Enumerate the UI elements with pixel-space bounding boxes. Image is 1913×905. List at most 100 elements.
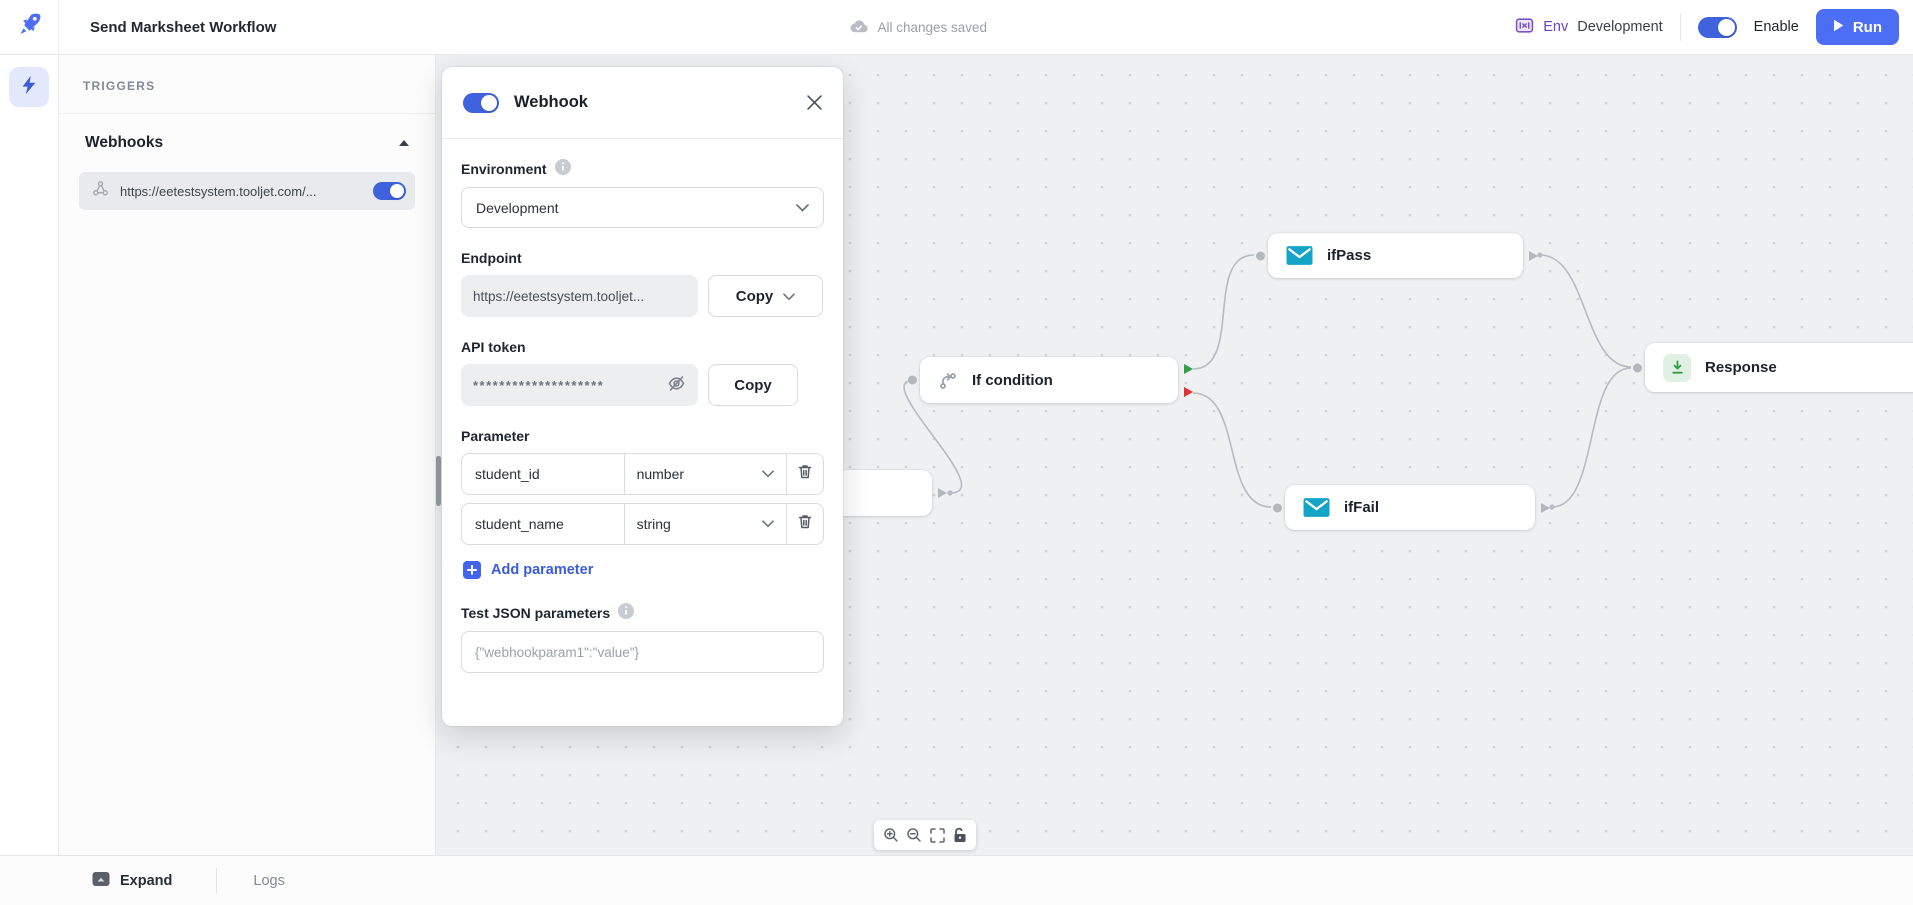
- test-json-section: Test JSON parameters: [461, 603, 824, 673]
- add-parameter-label: Add parameter: [491, 562, 594, 578]
- parameter-type-select[interactable]: number: [623, 454, 787, 494]
- output-handle[interactable]: [938, 488, 947, 498]
- delete-parameter-button[interactable]: [786, 504, 823, 544]
- environment-select-value: Development: [476, 199, 559, 216]
- collapse-caret-icon[interactable]: [399, 140, 409, 146]
- parameter-name-input[interactable]: student_id: [462, 454, 624, 494]
- panel-header: Webhook: [442, 67, 843, 139]
- copy-token-button[interactable]: Copy: [708, 364, 798, 406]
- true-output-handle[interactable]: [1184, 364, 1193, 374]
- output-handle[interactable]: [1541, 502, 1550, 513]
- play-icon: [1833, 19, 1844, 36]
- email-icon: [1286, 245, 1313, 266]
- endpoint-value-field[interactable]: https://eetestsystem.tooljet...: [461, 275, 698, 317]
- info-icon: [554, 159, 571, 178]
- ifpass-node[interactable]: ifPass: [1256, 233, 1538, 278]
- triggers-rail-button[interactable]: [9, 67, 49, 107]
- parameter-row: student_id number: [461, 453, 824, 495]
- chevron-down-icon: [762, 520, 774, 528]
- api-token-field[interactable]: ********************: [461, 364, 698, 406]
- parameter-row: student_name string: [461, 503, 824, 545]
- node-label: ifPass: [1327, 247, 1372, 264]
- left-icon-rail: [0, 55, 59, 855]
- chevron-down-icon: [762, 470, 774, 478]
- copy-token-label: Copy: [734, 376, 772, 394]
- if-condition-node[interactable]: If condition: [908, 357, 1193, 403]
- webhooks-group: Webhooks https://eetestsystem.tooljet.co…: [59, 114, 435, 210]
- environment-selector[interactable]: Env Development: [1515, 16, 1663, 39]
- webhook-item-toggle[interactable]: [373, 182, 406, 200]
- logs-button[interactable]: Logs: [253, 872, 285, 889]
- environment-label: Environment: [461, 160, 547, 177]
- bottom-bar: Expand Logs: [0, 855, 1913, 905]
- copy-endpoint-label: Copy: [735, 287, 774, 305]
- app-logo[interactable]: [0, 0, 59, 54]
- expand-label: Expand: [120, 872, 173, 889]
- chevron-down-icon: [796, 203, 809, 212]
- fit-view-button[interactable]: [929, 827, 945, 843]
- node-label: ifFail: [1344, 499, 1380, 516]
- close-icon[interactable]: [807, 95, 822, 110]
- parameter-type-select[interactable]: string: [623, 504, 787, 544]
- input-handle[interactable]: [908, 375, 917, 385]
- environment-select[interactable]: Development: [461, 187, 824, 228]
- main-area: TRIGGERS Webhooks https://eetestsystem.t…: [0, 55, 1913, 855]
- save-status: All changes saved: [849, 18, 987, 36]
- api-token-masked-value: ********************: [473, 377, 605, 393]
- footer-divider: [216, 867, 218, 894]
- node-label: Response: [1705, 359, 1777, 376]
- iffail-node[interactable]: ifFail: [1273, 485, 1550, 530]
- workflow-edges: [903, 252, 1632, 510]
- lightning-bolt-icon: [20, 75, 38, 100]
- add-parameter-button[interactable]: Add parameter: [463, 561, 824, 579]
- expand-button[interactable]: Expand: [92, 871, 172, 891]
- lock-button[interactable]: [952, 827, 967, 843]
- triggers-section-title: TRIGGERS: [59, 55, 435, 114]
- input-handle[interactable]: [1633, 363, 1642, 372]
- false-output-handle[interactable]: [1184, 387, 1193, 397]
- webhook-url-text: https://eetestsystem.tooljet.com/...: [120, 183, 317, 199]
- output-handle[interactable]: [1529, 250, 1538, 261]
- eye-off-icon[interactable]: [667, 375, 686, 395]
- header-right: Env Development Enable Run: [1515, 9, 1913, 45]
- panel-body: Environment Development Endpoint: [442, 139, 843, 673]
- webhook-icon: [92, 180, 109, 202]
- enable-toggle[interactable]: [1697, 16, 1737, 38]
- webhook-config-panel: Webhook Environment Developm: [442, 67, 843, 726]
- cloud-check-icon: [849, 18, 868, 36]
- api-token-label: API token: [461, 339, 526, 355]
- header-divider: [1679, 13, 1681, 41]
- copy-endpoint-button[interactable]: Copy: [708, 275, 823, 317]
- save-status-text: All changes saved: [877, 19, 988, 35]
- webhooks-group-header[interactable]: Webhooks: [79, 134, 415, 152]
- endpoint-label: Endpoint: [461, 250, 522, 266]
- sidebar-scrollbar-thumb[interactable]: [436, 456, 441, 506]
- delete-parameter-button[interactable]: [786, 454, 823, 494]
- parameter-name-value: student_id: [475, 466, 540, 482]
- zoom-in-button[interactable]: [883, 827, 899, 843]
- response-node[interactable]: Response: [1633, 343, 1913, 392]
- env-label: Env: [1543, 19, 1569, 35]
- test-json-input[interactable]: [461, 631, 824, 673]
- input-handle[interactable]: [1273, 503, 1282, 512]
- workflow-title: Send Marksheet Workflow: [90, 18, 277, 36]
- test-json-label: Test JSON parameters: [461, 604, 611, 621]
- triggers-sidebar: TRIGGERS Webhooks https://eetestsystem.t…: [59, 55, 436, 855]
- parameter-label: Parameter: [461, 428, 530, 444]
- panel-title: Webhook: [514, 93, 588, 111]
- parameter-name-value: student_name: [475, 516, 564, 532]
- api-token-section: API token ******************** Copy: [461, 339, 824, 406]
- node-label: If condition: [972, 371, 1053, 389]
- parameter-name-input[interactable]: student_name: [462, 504, 624, 544]
- chevron-down-icon: [783, 288, 796, 305]
- zoom-out-button[interactable]: [906, 827, 922, 843]
- git-branch-icon: [938, 370, 958, 390]
- webhook-list-item[interactable]: https://eetestsystem.tooljet.com/...: [79, 172, 415, 210]
- endpoint-value: https://eetestsystem.tooljet...: [473, 288, 645, 304]
- webhook-enable-toggle[interactable]: [463, 92, 499, 113]
- run-button[interactable]: Run: [1815, 9, 1899, 45]
- top-header: Send Marksheet Workflow All changes save…: [0, 0, 1913, 55]
- input-handle[interactable]: [1256, 251, 1265, 260]
- trash-icon: [797, 513, 813, 535]
